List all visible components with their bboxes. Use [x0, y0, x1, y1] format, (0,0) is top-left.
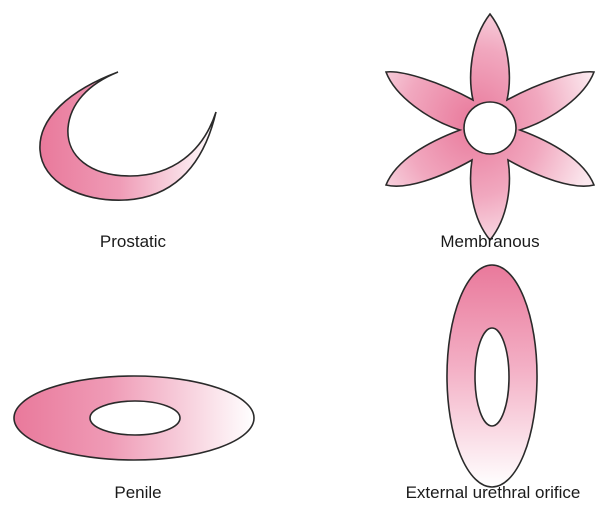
external-urethral-orifice-label: External urethral orifice: [406, 483, 581, 503]
prostatic-crescent-shape: [40, 72, 216, 200]
external-urethral-orifice-shape: [447, 265, 537, 487]
penile-label: Penile: [114, 483, 161, 503]
membranous-star-shape: [386, 14, 594, 240]
prostatic-label: Prostatic: [100, 232, 166, 252]
penile-ellipse-shape: [14, 376, 254, 460]
membranous-label: Membranous: [440, 232, 539, 252]
